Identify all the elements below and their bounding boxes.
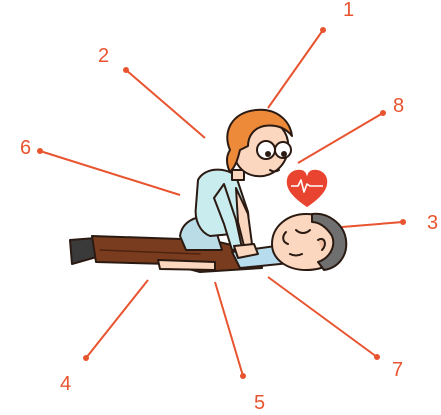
label-6: 6 xyxy=(20,138,31,158)
leader-line-7 xyxy=(268,277,380,360)
woman-glasses-left xyxy=(257,141,275,159)
label-2: 2 xyxy=(98,46,109,66)
label-8: 8 xyxy=(393,96,404,116)
leader-line-3 xyxy=(342,219,406,227)
label-7: 7 xyxy=(392,360,403,380)
woman-pupil-left xyxy=(265,151,271,157)
woman-neck xyxy=(232,170,244,180)
label-4: 4 xyxy=(60,374,71,394)
leader-line-1 xyxy=(268,27,326,108)
woman-pupil-right xyxy=(281,151,287,157)
label-1: 1 xyxy=(343,0,354,20)
leader-line-8 xyxy=(298,110,386,163)
heart-pulse-icon xyxy=(286,169,328,208)
leader-line-4 xyxy=(83,280,148,361)
leader-line-6 xyxy=(37,148,180,195)
leader-line-5 xyxy=(215,282,246,379)
man-arm xyxy=(158,260,215,270)
label-3: 3 xyxy=(427,213,438,233)
label-5: 5 xyxy=(254,393,265,413)
leader-line-2 xyxy=(123,67,205,138)
